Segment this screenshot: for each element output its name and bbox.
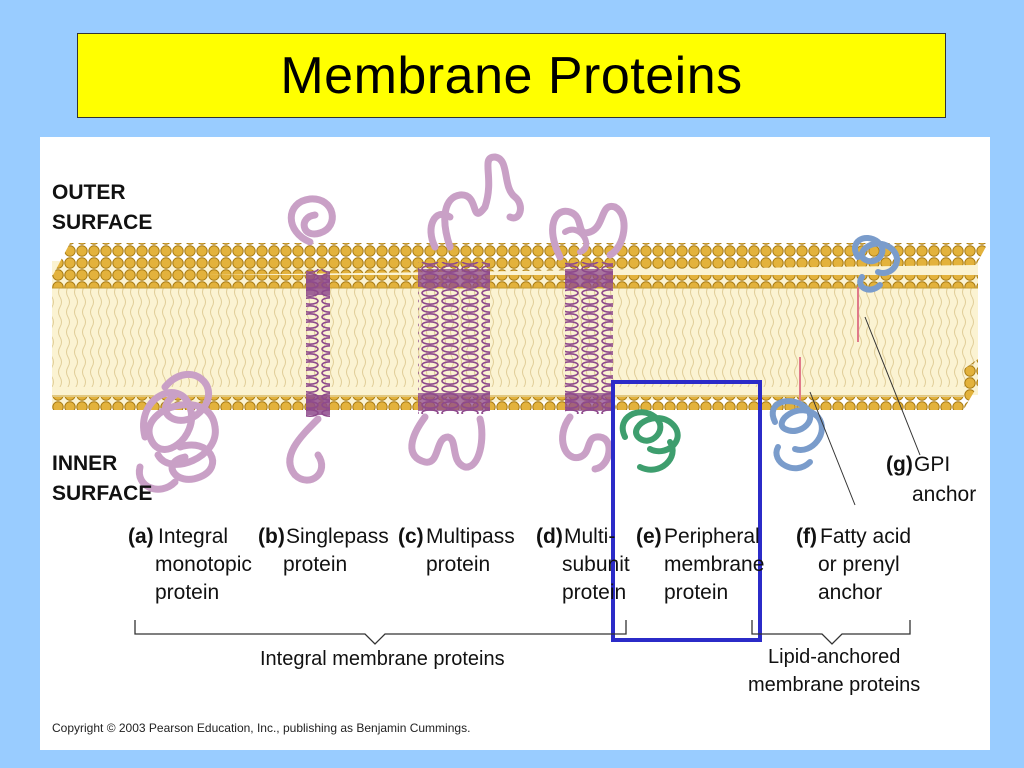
- label-e-line2: membrane: [664, 553, 764, 576]
- label-e-line3: protein: [664, 581, 728, 604]
- label-f-line1: Fatty acid: [820, 525, 911, 548]
- monotopic-protein-icon: [135, 371, 219, 493]
- label-e-line1: Peripheral: [664, 525, 760, 548]
- label-d-line3: protein: [562, 581, 626, 604]
- label-e-letter: (e): [636, 525, 662, 548]
- label-g-line1: GPI: [914, 453, 950, 476]
- multisubunit-protein-icon: [549, 202, 628, 473]
- label-b-line1: Singlepass: [286, 525, 389, 548]
- inner-surface-label-1: INNER: [52, 452, 117, 475]
- outer-surface-label-2: SURFACE: [52, 211, 152, 234]
- label-a-line2: monotopic: [155, 553, 252, 576]
- label-d-line1: Multi-: [564, 525, 615, 548]
- lipid-anchored-label-1: Lipid-anchored: [768, 646, 900, 668]
- lipid-anchored-group-brace: [751, 620, 911, 645]
- fatty-acid-anchored-protein-icon: [769, 357, 825, 472]
- label-c-line2: protein: [426, 553, 490, 576]
- label-c-letter: (c): [398, 525, 424, 548]
- peripheral-protein-icon: [619, 409, 681, 473]
- copyright-text: Copyright © 2003 Pearson Education, Inc.…: [52, 721, 470, 735]
- multipass-protein-icon: [408, 153, 524, 471]
- label-f-line3: anchor: [818, 581, 882, 604]
- lipid-anchored-label-2: membrane proteins: [748, 674, 920, 696]
- inner-surface-label-2: SURFACE: [52, 482, 152, 505]
- label-g-letter: (g): [886, 453, 913, 476]
- label-a-line3: protein: [155, 581, 219, 604]
- label-a-letter: (a): [128, 525, 154, 548]
- gpi-pointer-line: [864, 316, 921, 456]
- integral-group-brace: [134, 620, 627, 645]
- integral-group-label: Integral membrane proteins: [260, 648, 505, 670]
- label-g-line2: anchor: [912, 483, 976, 506]
- label-b-letter: (b): [258, 525, 285, 548]
- label-d-line2: subunit: [562, 553, 630, 576]
- singlepass-protein-icon: [286, 195, 336, 484]
- label-a-line1: Integral: [158, 525, 228, 548]
- membrane-diagram: OUTER SURFACE INNER SURFACE (a) Integral…: [52, 153, 988, 735]
- peripheral-highlight-box: [611, 380, 762, 642]
- outer-surface-label-1: OUTER: [52, 181, 126, 204]
- title-banner: Membrane Proteins: [77, 33, 946, 118]
- fatty-acid-pointer-line: [809, 391, 856, 506]
- label-d-letter: (d): [536, 525, 563, 548]
- label-f-line2: or prenyl: [818, 553, 900, 576]
- label-b-line2: protein: [283, 553, 347, 576]
- diagram-panel: OUTER SURFACE INNER SURFACE (a) Integral…: [40, 137, 990, 750]
- page-title: Membrane Proteins: [280, 46, 743, 105]
- lipid-bilayer: [52, 243, 988, 410]
- label-c-line1: Multipass: [426, 525, 515, 548]
- gpi-anchored-protein-icon: [852, 235, 900, 342]
- label-f-letter: (f): [796, 525, 817, 548]
